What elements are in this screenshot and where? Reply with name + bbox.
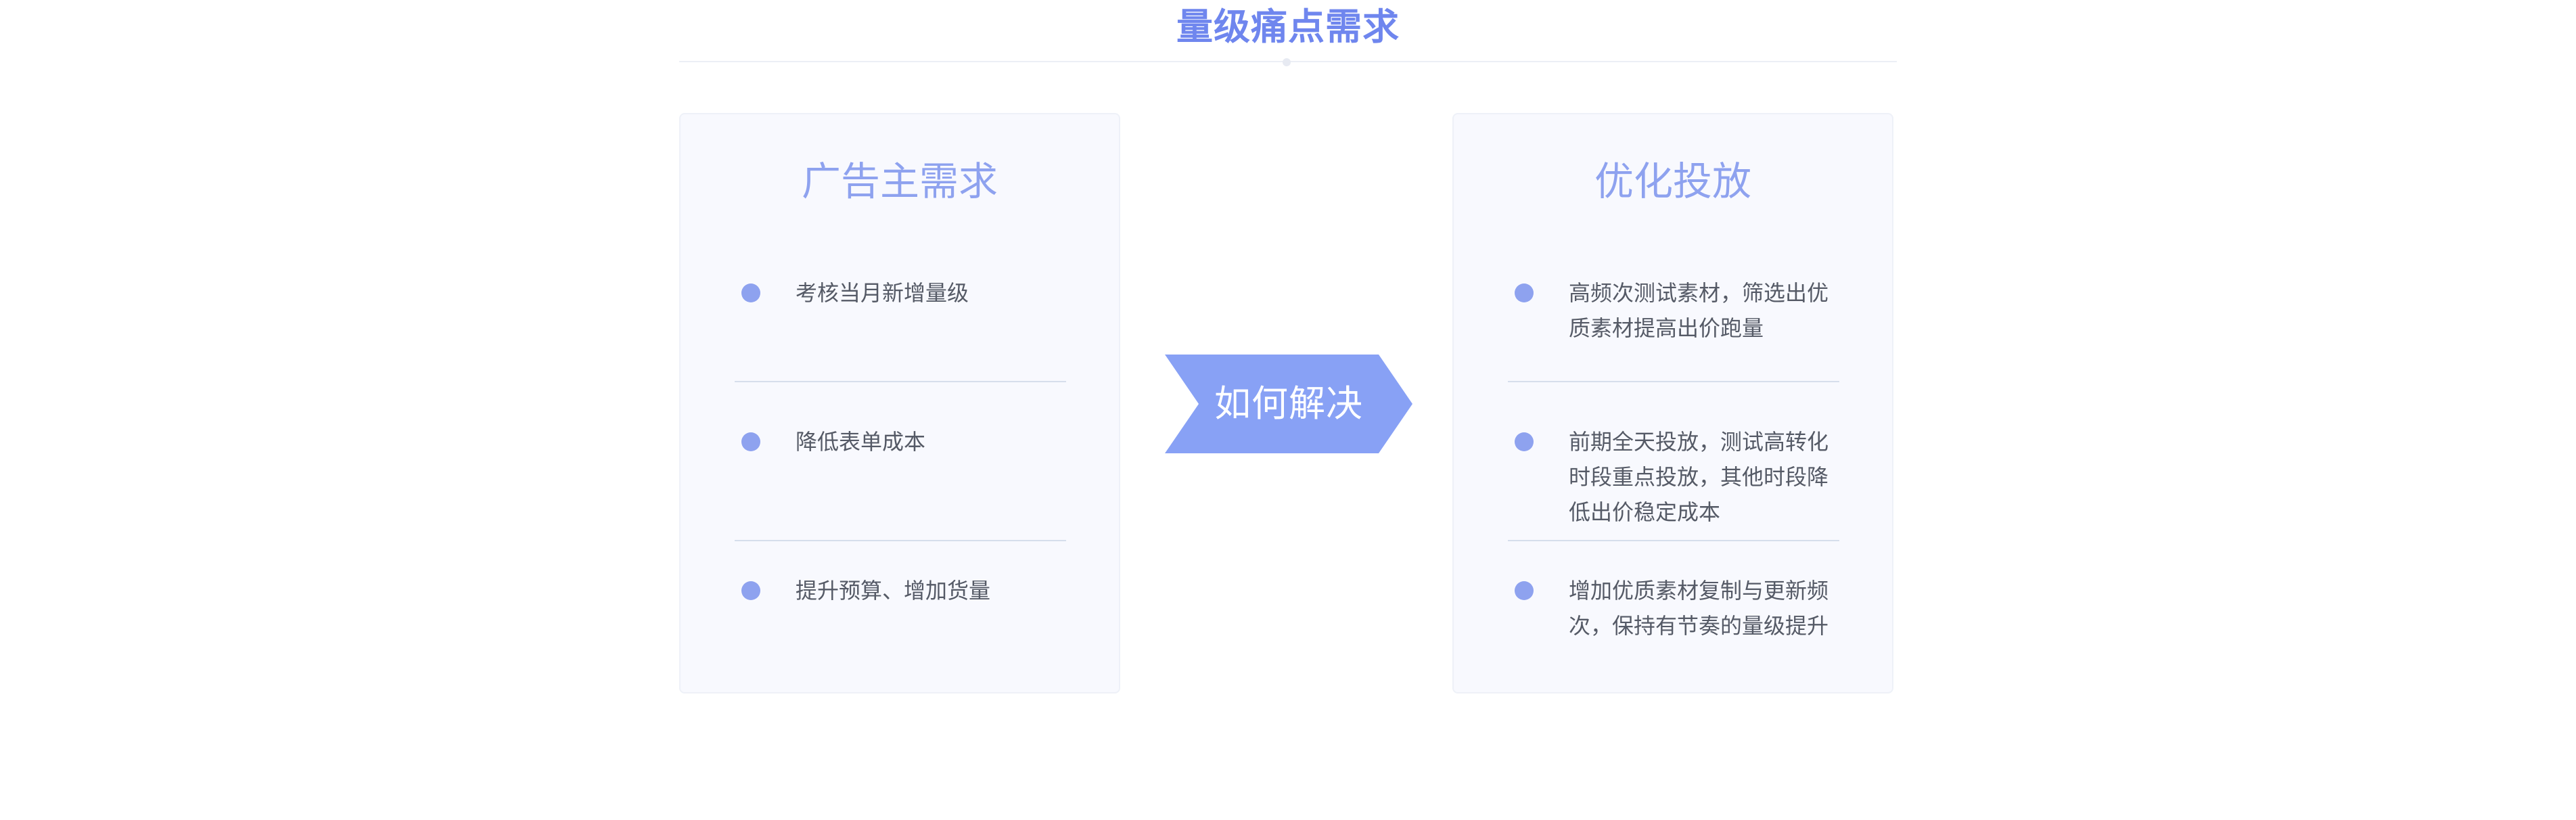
bullet-dot-icon (741, 283, 760, 302)
title-divider-dot (1283, 58, 1291, 66)
advertiser-needs-card: 广告主需求 考核当月新增量级 降低表单成本 提升预算、增加货量 (679, 113, 1120, 693)
item-text: 提升预算、增加货量 (796, 578, 991, 603)
item-divider (735, 540, 1066, 541)
how-to-solve-ribbon: 如何解决 (1165, 355, 1412, 453)
bullet-dot-icon (1515, 581, 1534, 600)
ribbon-label: 如何解决 (1214, 382, 1363, 425)
item-text: 增加优质素材复制与更新频次，保持有节奏的量级提升 (1569, 578, 1829, 639)
item-text: 考核当月新增量级 (796, 280, 969, 306)
item-divider (1508, 381, 1839, 382)
ribbon-arrow-shape (1165, 355, 1412, 453)
bullet-dot-icon (1515, 283, 1534, 302)
item-divider (1508, 540, 1839, 541)
card-title: 优化投放 (1594, 158, 1751, 204)
optimized-delivery-card: 优化投放 高频次测试素材，筛选出优质素材提高出价跑量 前期全天投放，测试高转化时… (1452, 113, 1893, 693)
bullet-dot-icon (741, 432, 760, 451)
item-text: 降低表单成本 (796, 429, 926, 455)
bullet-dot-icon (741, 581, 760, 600)
bullet-dot-icon (1515, 432, 1534, 451)
card-title: 广告主需求 (801, 158, 998, 204)
item-text: 前期全天投放，测试高转化时段重点投放，其他时段降低出价稳定成本 (1569, 429, 1829, 525)
item-divider (735, 381, 1066, 382)
section-title: 量级痛点需求 (1176, 5, 1400, 48)
item-text: 高频次测试素材，筛选出优质素材提高出价跑量 (1569, 280, 1829, 341)
